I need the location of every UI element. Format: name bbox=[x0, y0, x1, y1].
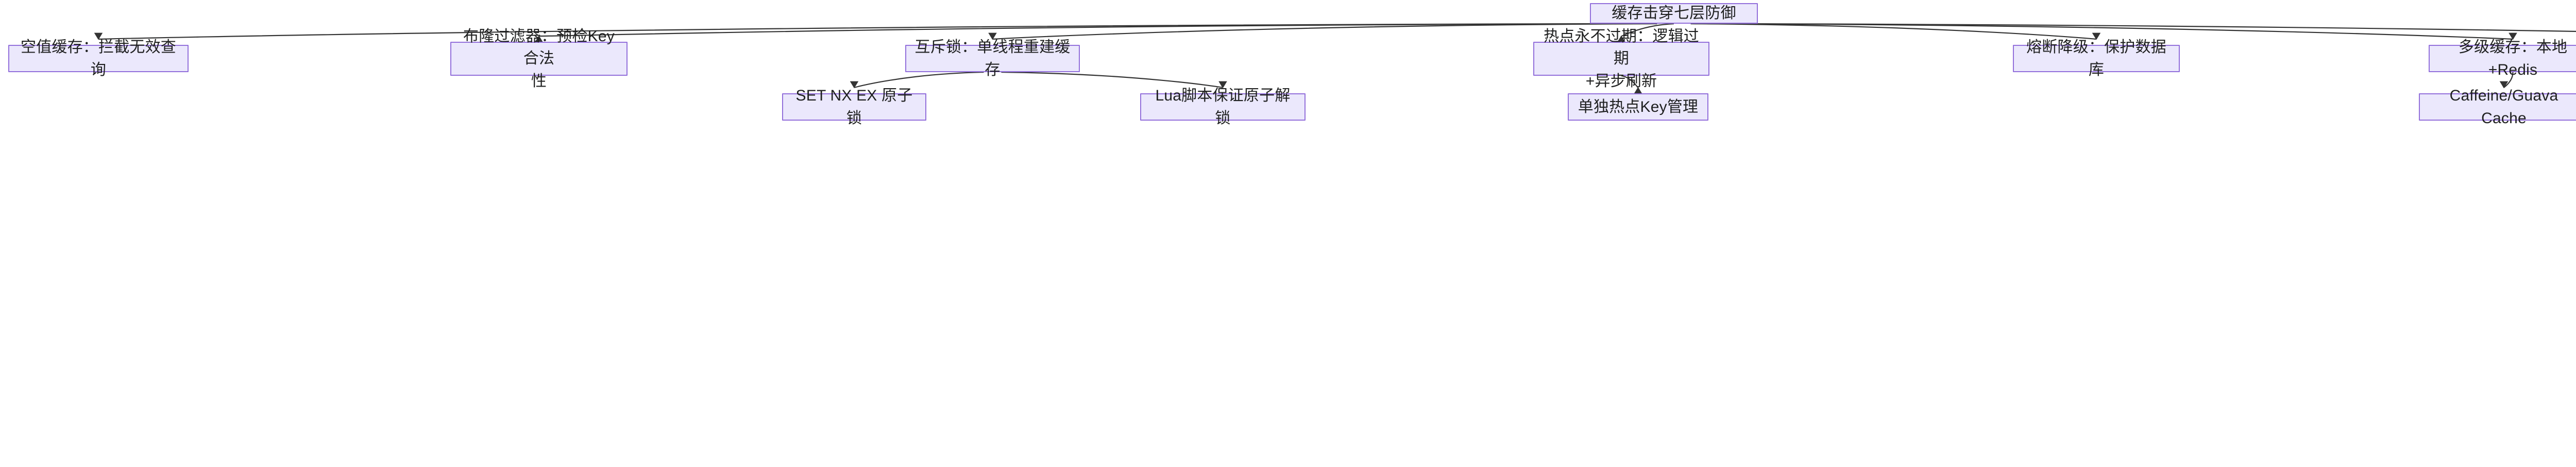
flow-node[interactable]: 互斥锁：单线程重建缓存 bbox=[905, 39, 1080, 78]
flow-node[interactable]: 空值缓存：拦截无效查询 bbox=[8, 39, 189, 78]
node-label: 布隆过滤器：预检Key合法 性 bbox=[463, 27, 615, 90]
node-label: 单独热点Key管理 bbox=[1578, 98, 1699, 115]
flow-node[interactable]: 热点永不过期：逻辑过期 +异步刷新 bbox=[1533, 28, 1709, 90]
node-label: 多级缓存：本地+Redis bbox=[2458, 39, 2568, 78]
node-label: 熔断降级：保护数据库 bbox=[2026, 39, 2166, 78]
node-label: Caffeine/Guava Cache bbox=[2449, 87, 2558, 127]
node-label: 热点永不过期：逻辑过期 +异步刷新 bbox=[1544, 27, 1699, 90]
node-label: 互斥锁：单线程重建缓存 bbox=[914, 39, 1071, 78]
edge bbox=[538, 23, 1640, 44]
flow-node[interactable]: 熔断降级：保护数据库 bbox=[2013, 39, 2180, 78]
root-node[interactable]: 缓存击穿七层防御 bbox=[1590, 3, 1758, 24]
flow-node[interactable]: Lua脚本保证原子解锁 bbox=[1140, 87, 1306, 127]
edge bbox=[97, 23, 1624, 41]
node-label: SET NX EX 原子锁 bbox=[795, 87, 913, 127]
flow-node[interactable]: SET NX EX 原子锁 bbox=[782, 87, 926, 127]
flow-node[interactable]: 布隆过滤器：预检Key合法 性 bbox=[450, 28, 628, 90]
flow-node[interactable]: 单独热点Key管理 bbox=[1568, 93, 1708, 121]
node-label: 缓存击穿七层防御 bbox=[1612, 5, 1736, 22]
flow-node[interactable]: Caffeine/Guava Cache bbox=[2419, 87, 2576, 127]
node-label: Lua脚本保证原子解锁 bbox=[1155, 87, 1291, 127]
flow-node[interactable]: 多级缓存：本地+Redis bbox=[2429, 39, 2576, 78]
node-label: 空值缓存：拦截无效查询 bbox=[21, 39, 176, 78]
